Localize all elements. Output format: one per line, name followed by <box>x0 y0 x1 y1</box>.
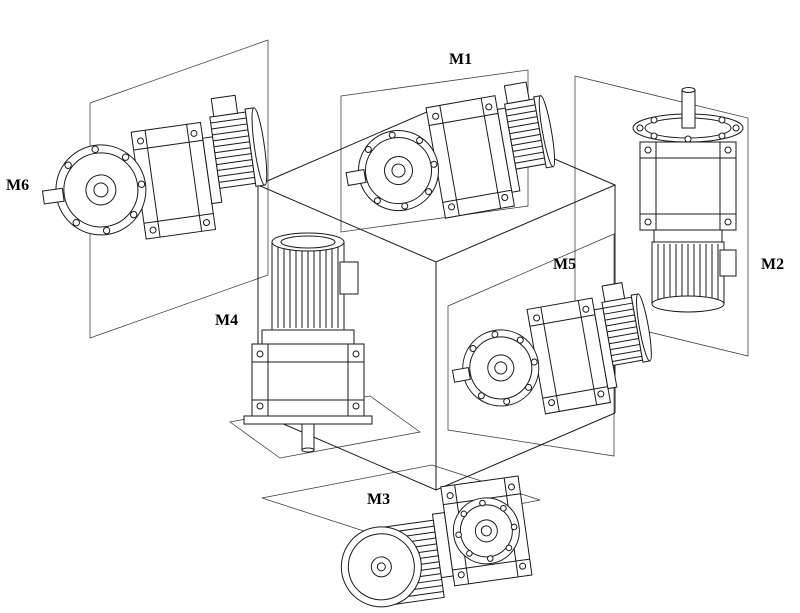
m6-terminal-box <box>210 94 239 118</box>
m5-motor-body <box>601 282 652 366</box>
m4-output-shaft <box>301 423 315 453</box>
m4-cooling-fins <box>277 246 339 328</box>
m1-motor-body <box>503 81 556 170</box>
m4-gearbox <box>243 329 373 453</box>
gearmotor-m2 <box>632 87 744 313</box>
m4-terminal-box <box>339 261 359 295</box>
projection-plane-m3 <box>261 464 541 534</box>
m1-gearbox <box>425 95 521 219</box>
gearmotor-m3 <box>340 475 533 608</box>
projection-plane-m1 <box>340 69 529 233</box>
mounting-cube <box>256 107 617 491</box>
gearmotor-m1 <box>345 81 556 219</box>
m2-terminal-box <box>719 249 737 277</box>
m4-base-flange <box>243 415 373 425</box>
gearmotor-m5 <box>451 282 652 415</box>
label-m3: M3 <box>367 491 391 508</box>
gearmotor-m4 <box>243 232 373 453</box>
m4-motor-body <box>271 232 359 331</box>
m1-terminal-box <box>503 81 530 105</box>
m1-cooling-fins <box>505 104 545 164</box>
m1-output-shaft <box>345 168 367 187</box>
m6-motor-body <box>209 94 268 189</box>
m5-gearbox <box>526 297 618 415</box>
m2-gearbox <box>639 141 737 243</box>
m6-output-flange <box>55 144 147 236</box>
projection-plane-m6 <box>89 39 269 339</box>
m2-output-shaft <box>681 87 696 129</box>
m3-output-flange <box>452 497 520 565</box>
m6-cooling-fins <box>210 117 255 183</box>
m2-cooling-fins <box>657 244 719 302</box>
m2-motor-body <box>651 241 737 313</box>
projection-plane-m5 <box>447 233 615 457</box>
m5-terminal-box <box>601 282 626 303</box>
m6-output-shaft <box>41 187 65 205</box>
m3-motor-body <box>340 519 445 608</box>
m5-cooling-fins <box>602 302 642 362</box>
label-m5: M5 <box>553 256 577 273</box>
m5-output-shaft <box>451 366 471 383</box>
m1-output-flange <box>357 130 439 212</box>
projection-planes <box>89 39 749 534</box>
gearmotor-m6 <box>41 94 268 240</box>
label-m4: M4 <box>215 312 239 329</box>
m3-fan-cover <box>340 526 422 608</box>
label-m2: M2 <box>761 256 785 273</box>
m2-fan-cover <box>651 295 725 313</box>
label-m6: M6 <box>6 177 30 194</box>
label-m1: M1 <box>449 51 473 68</box>
